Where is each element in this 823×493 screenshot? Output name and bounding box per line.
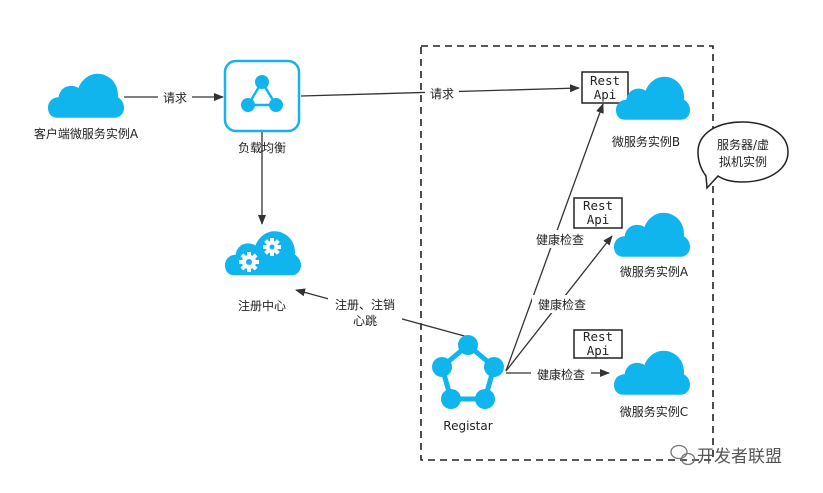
instance-b-node: Rest Api 微服务实例B xyxy=(581,71,690,149)
rest-api-box-c xyxy=(573,329,623,359)
rest-api-b-line2: Api xyxy=(594,87,617,102)
edge-label-register-line2: 心跳 xyxy=(353,314,377,328)
instance-a-label: 微服务实例A xyxy=(620,264,689,279)
callout-line2: 拟机实例 xyxy=(719,154,767,169)
edge-label-health-b: 健康检查 xyxy=(536,232,584,247)
load-balancer-icon xyxy=(241,75,283,112)
registar-node: Registar xyxy=(432,335,504,433)
load-balancer-label: 负载均衡 xyxy=(238,141,286,155)
watermark: 开发者联盟 xyxy=(670,444,782,467)
instance-b-label: 微服务实例B xyxy=(612,134,680,149)
server-boundary xyxy=(420,45,714,461)
client-node: 客户端微服务实例A xyxy=(34,73,139,141)
rest-api-a-line1: Rest xyxy=(583,198,613,213)
callout-bubble xyxy=(697,121,789,190)
rest-api-c-line2: Api xyxy=(587,343,610,358)
rest-api-b-line1: Rest xyxy=(590,73,620,88)
instance-c-label: 微服务实例C xyxy=(620,404,688,419)
edge-label-health-a: 健康检查 xyxy=(538,297,586,312)
load-balancer-box xyxy=(223,59,301,133)
rest-api-c-line1: Rest xyxy=(583,329,613,344)
rest-api-box-a xyxy=(573,197,623,229)
wechat-icon xyxy=(670,444,696,466)
instance-c-node: Rest Api 微服务实例C xyxy=(573,329,690,419)
rest-api-box-b xyxy=(581,71,629,104)
watermark-text: 开发者联盟 xyxy=(697,447,782,467)
edge-label-register-line1: 注册、注销 xyxy=(335,297,395,312)
cloud-icon xyxy=(614,212,690,257)
registar-icon xyxy=(432,335,504,409)
registar-label: Registar xyxy=(443,419,492,433)
rest-api-a-line2: Api xyxy=(587,212,610,227)
client-label: 客户端微服务实例A xyxy=(34,126,139,141)
cloud-gear-icon xyxy=(225,231,301,276)
cloud-icon xyxy=(48,73,124,118)
callout-line1: 服务器/虚 xyxy=(717,137,769,152)
registry-node: 注册中心 xyxy=(225,231,301,313)
registry-label: 注册中心 xyxy=(238,298,286,313)
server-callout: 服务器/虚 拟机实例 xyxy=(697,121,789,190)
edge-label-lb-to-instance-b: 请求 xyxy=(430,87,454,101)
instance-a-node: Rest Api 微服务实例A xyxy=(573,197,690,279)
gear-icon xyxy=(239,238,281,272)
cloud-icon xyxy=(614,350,690,395)
edge-label-health-c: 健康检查 xyxy=(537,367,585,382)
edge-label-client-to-lb: 请求 xyxy=(163,91,187,105)
load-balancer-node: 负载均衡 xyxy=(223,59,301,155)
